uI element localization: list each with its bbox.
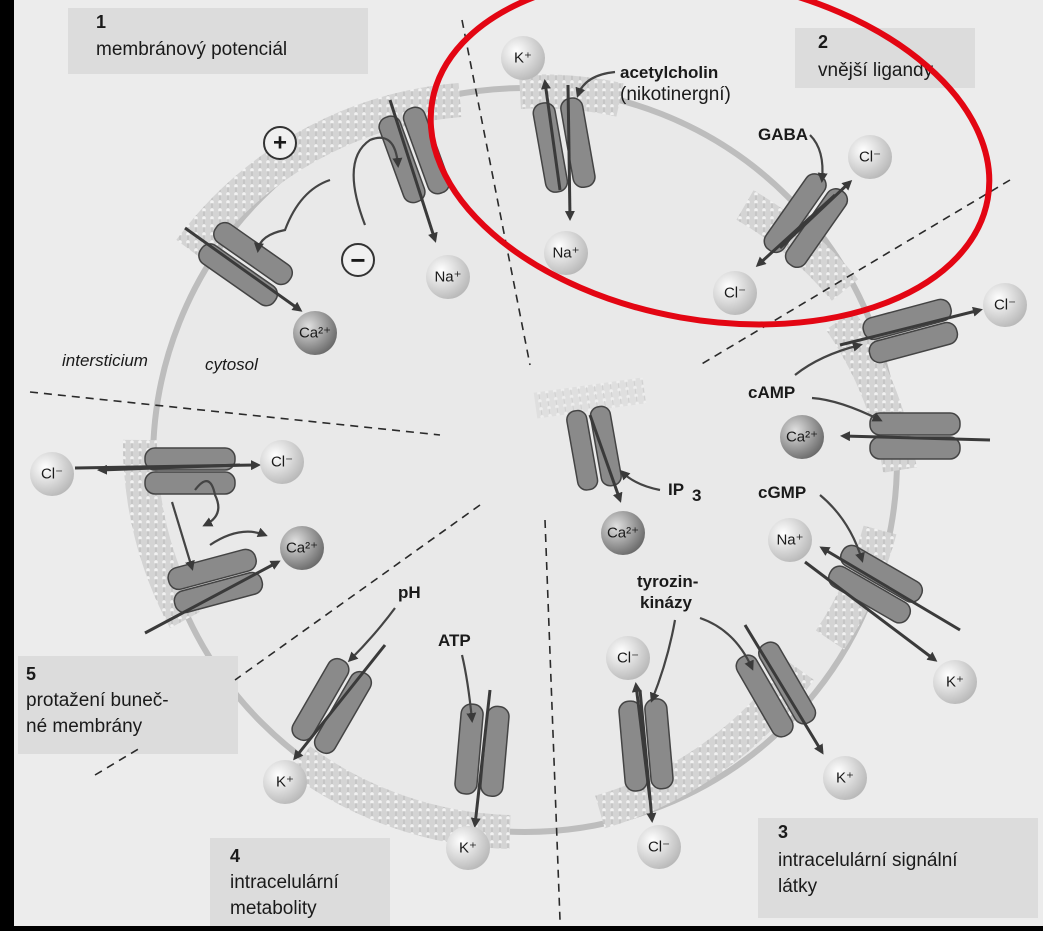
section4-number: 4 xyxy=(230,846,240,866)
tyrozinkinazy-label-line1: tyrozin- xyxy=(637,572,698,591)
ip3-subscript: 3 xyxy=(692,486,701,505)
ion-ca-1-label: Ca²⁺ xyxy=(299,325,331,342)
section4-title-line2: metabolity xyxy=(230,898,317,919)
ion-k-4 xyxy=(446,826,490,870)
ion-cl-1-label: Cl⁻ xyxy=(859,149,881,166)
ion-k-3-label: K⁺ xyxy=(836,770,854,787)
ion-na-2-label: Na⁺ xyxy=(434,269,461,286)
section3-box xyxy=(758,818,1038,918)
section1-box xyxy=(68,8,368,74)
ion-k-2-label: K⁺ xyxy=(946,674,964,691)
ion-cl-1 xyxy=(848,135,892,179)
tyrozinkinazy-label-line2: kinázy xyxy=(640,593,693,612)
ion-ca-2-label: Ca²⁺ xyxy=(786,429,818,446)
ion-cl-2 xyxy=(713,271,757,315)
section5-number: 5 xyxy=(26,664,36,684)
ion-cl-6 xyxy=(30,452,74,496)
ion-k-2 xyxy=(933,660,977,704)
cgmp-label: cGMP xyxy=(758,483,806,502)
section2-number: 2 xyxy=(818,32,828,52)
ion-cl-5 xyxy=(637,825,681,869)
intersticium-label: intersticium xyxy=(62,351,148,370)
section-dividers xyxy=(29,19,1011,921)
minus-icon xyxy=(341,243,375,277)
ion-cl-4 xyxy=(606,636,650,680)
section4-box xyxy=(210,838,390,926)
ion-ca-2 xyxy=(780,415,824,459)
ions: K⁺ Na⁺ Cl⁻ Cl⁻ Na⁺ Ca²⁺ Cl⁻ Ca²⁺ Ca²⁺ Na… xyxy=(30,36,1027,870)
ion-k-1 xyxy=(501,36,545,80)
section3-number: 3 xyxy=(778,822,788,842)
ion-na-3 xyxy=(768,518,812,562)
plus-icon xyxy=(263,126,297,160)
nikotinergni-label: (nikotinergní) xyxy=(620,84,731,105)
camp-label: cAMP xyxy=(748,383,795,402)
ion-k-4-label: K⁺ xyxy=(459,840,477,857)
arrows xyxy=(74,70,991,828)
ion-cl-3 xyxy=(983,283,1027,327)
ion-k-3 xyxy=(823,756,867,800)
section1-title: membránový potenciál xyxy=(96,39,287,60)
ion-k-5 xyxy=(263,760,307,804)
section5-box xyxy=(18,656,238,754)
section3-title-line2: látky xyxy=(778,876,818,897)
ion-cl-2-label: Cl⁻ xyxy=(724,285,746,302)
atp-label: ATP xyxy=(438,631,471,650)
ion-ca-3 xyxy=(601,511,645,555)
minus-label: − xyxy=(350,245,365,275)
section4-title-line1: intracelulární xyxy=(230,872,339,893)
ion-cl-7-label: Cl⁻ xyxy=(271,454,293,471)
ion-k-5-label: K⁺ xyxy=(276,774,294,791)
section5-title-line1: protažení buneč- xyxy=(26,690,169,711)
ip3-label: IP xyxy=(668,480,684,499)
ion-ca-1 xyxy=(293,311,337,355)
section5-title-line2: né membrány xyxy=(26,716,143,737)
ion-na-3-label: Na⁺ xyxy=(776,532,803,549)
ion-k-1-label: K⁺ xyxy=(514,50,532,67)
ion-cl-6-label: Cl⁻ xyxy=(41,466,63,483)
ph-label: pH xyxy=(398,583,421,602)
ion-cl-4-label: Cl⁻ xyxy=(617,650,639,667)
acetylcholin-label: acetylcholin xyxy=(620,63,718,82)
ion-na-2 xyxy=(426,255,470,299)
ion-na-1 xyxy=(544,231,588,275)
section2-title: vnější ligandy xyxy=(818,60,934,81)
ion-cl-3-label: Cl⁻ xyxy=(994,297,1016,314)
gaba-label: GABA xyxy=(758,125,808,144)
ion-cl-5-label: Cl⁻ xyxy=(648,839,670,856)
section1-number: 1 xyxy=(96,12,106,32)
highlight-ellipse xyxy=(427,0,993,328)
ion-ca-4-label: Ca²⁺ xyxy=(286,540,318,557)
cytosol-label: cytosol xyxy=(205,355,259,374)
ion-na-1-label: Na⁺ xyxy=(552,245,579,262)
ion-ca-4 xyxy=(280,526,324,570)
ion-cl-7 xyxy=(260,440,304,484)
section3-title-line1: intracelulární signální xyxy=(778,850,958,871)
plus-label: + xyxy=(273,130,287,157)
ion-ca-3-label: Ca²⁺ xyxy=(607,525,639,542)
